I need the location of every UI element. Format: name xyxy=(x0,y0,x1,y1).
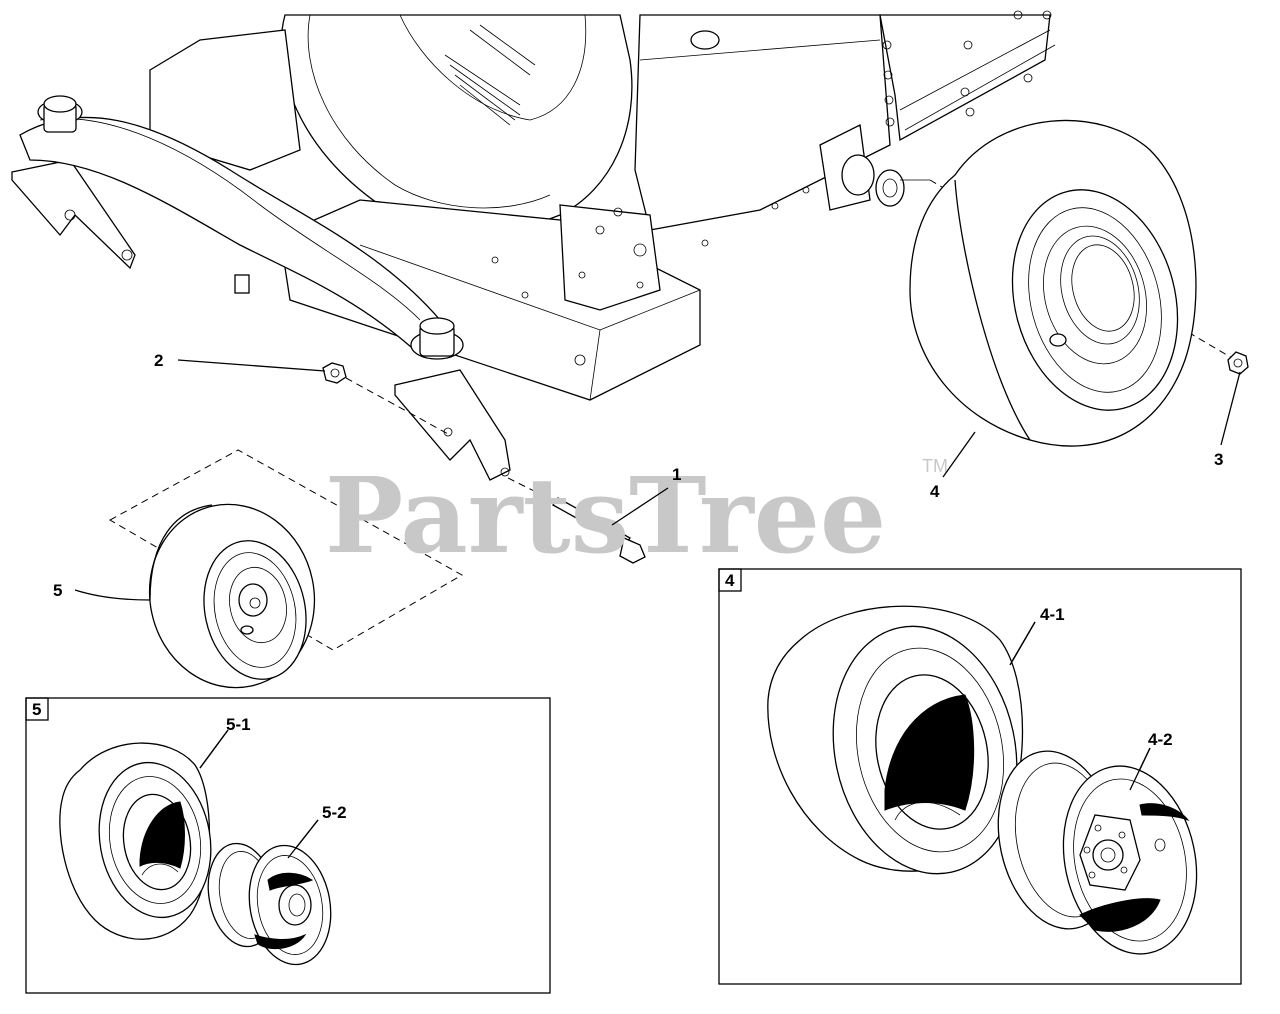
inset-5-tag: 5 xyxy=(32,700,41,719)
inset-5: 5 5-1 5-2 xyxy=(25,697,551,994)
part-1-bolt xyxy=(507,477,646,564)
callout-5-1: 5-1 xyxy=(226,715,251,734)
machine-frame xyxy=(149,10,1056,401)
inset-4: 4 xyxy=(718,568,1242,985)
callout-5-2: 5-2 xyxy=(322,803,347,822)
watermark: PartsTree xyxy=(325,454,886,577)
inset-4-tag: 4 xyxy=(725,571,735,590)
part-4-1-tire xyxy=(767,605,1024,875)
trademark-mark: TM xyxy=(922,456,948,476)
callout-3: 3 xyxy=(1214,450,1223,469)
callout-1: 1 xyxy=(672,465,681,484)
part-4-rear-wheel xyxy=(909,119,1233,447)
part-3-lug-nut xyxy=(1227,351,1249,375)
callout-4-1: 4-1 xyxy=(1040,605,1065,624)
part-2-nut xyxy=(322,362,451,436)
front-axle xyxy=(11,95,511,481)
callout-2: 2 xyxy=(154,351,163,370)
callout-5: 5 xyxy=(53,581,62,600)
callout-4-2: 4-2 xyxy=(1148,730,1173,749)
part-4-2-rim xyxy=(997,750,1198,955)
part-5-front-wheel xyxy=(108,449,464,689)
part-5-1-tire xyxy=(59,742,212,940)
callout-4: 4 xyxy=(930,482,940,501)
part-5-2-rim xyxy=(207,842,332,966)
